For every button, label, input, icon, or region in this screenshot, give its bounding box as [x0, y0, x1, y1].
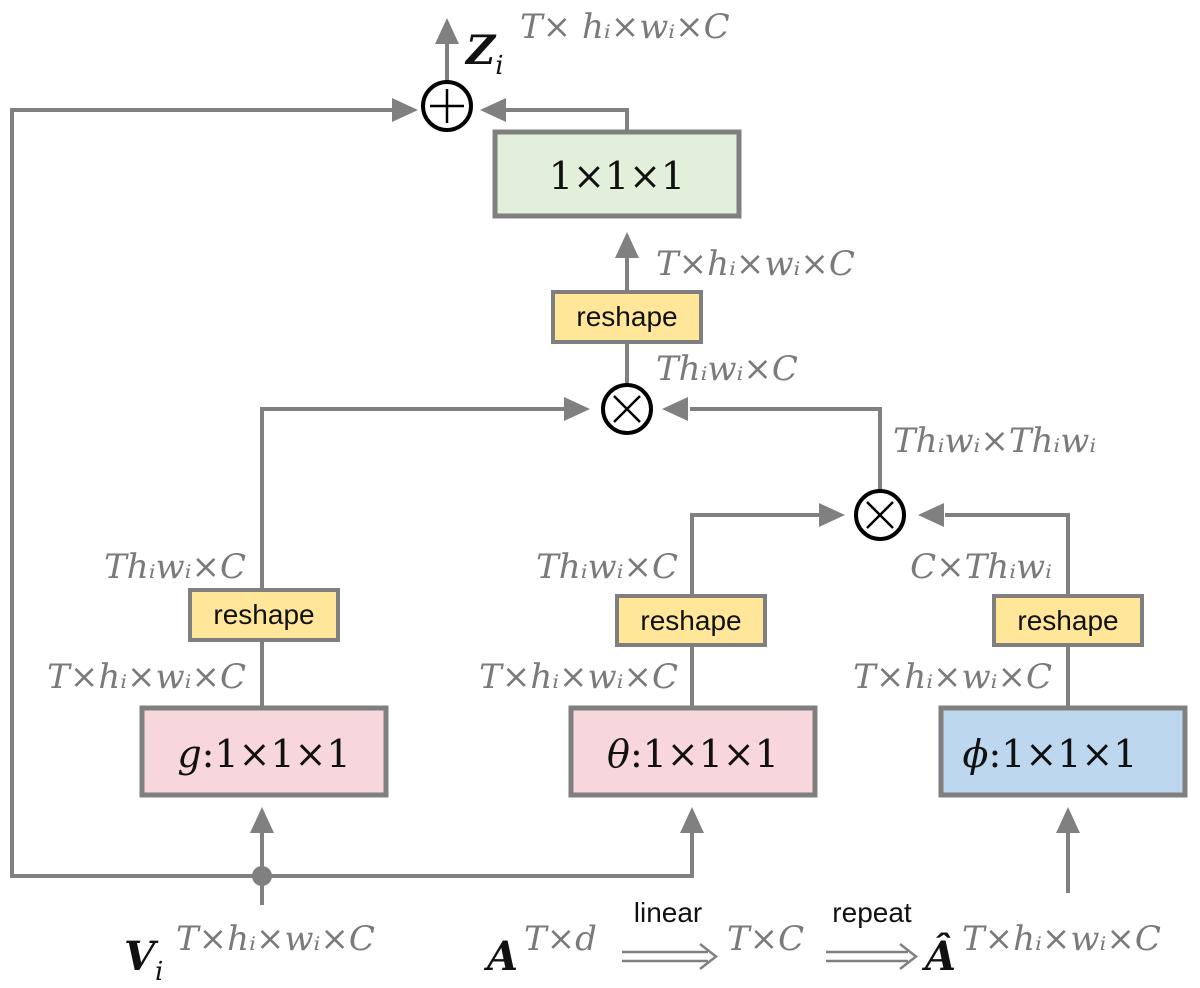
- audio-hat-shape: T×hᵢ×wᵢ×C: [962, 919, 1161, 959]
- dim-g-after-reshape: Thᵢwᵢ×C: [104, 547, 246, 587]
- reshape-label: reshape: [1017, 605, 1118, 636]
- reshape-block-theta: reshape: [615, 594, 767, 647]
- g-matmul-arrowhead: [564, 397, 590, 421]
- linear-implies-arrow-icon: [622, 943, 719, 970]
- phi-kernel: :1×1×1: [988, 732, 1137, 776]
- theta-matmul-arrowhead: [819, 503, 845, 527]
- reshape-block-top: reshape: [551, 290, 703, 344]
- svg-text:g:1×1×1: g:1×1×1: [177, 732, 350, 776]
- add-operator: [421, 80, 473, 132]
- svg-text:ϕ:1×1×1: ϕ:1×1×1: [963, 732, 1138, 776]
- audio-hat-var: Â: [921, 933, 956, 980]
- theta-input-arrowhead: [680, 807, 704, 833]
- output-conv-label: 1×1×1: [549, 154, 685, 198]
- dim-attention-map: Thᵢwᵢ×Thᵢwᵢ: [893, 421, 1096, 461]
- residual-wire: [10, 108, 395, 878]
- reshape-label: reshape: [213, 599, 314, 630]
- dim-phi-after-reshape: C×Thᵢwᵢ: [910, 547, 1052, 587]
- visual-input-shape: T×hᵢ×wᵢ×C: [176, 919, 375, 959]
- reshape-label: reshape: [640, 605, 741, 636]
- theta-conv-block: θ:1×1×1: [568, 705, 818, 798]
- g-to-matmul-wire: [260, 407, 565, 590]
- reshape-block-g: reshape: [188, 588, 340, 642]
- matmul-operator-lower: [854, 489, 906, 541]
- audio-input-shape: T×d: [524, 919, 597, 959]
- reshape-block-phi: reshape: [992, 594, 1144, 647]
- repeat-label: repeat: [832, 897, 912, 928]
- attention-matmul-arrowhead: [662, 397, 688, 421]
- attention-to-matmul-wire: [690, 407, 882, 490]
- audio-input-var: A: [483, 933, 518, 980]
- dim-theta-before-reshape: T×hᵢ×wᵢ×C: [479, 657, 678, 697]
- matmul-operator-upper: [601, 383, 653, 435]
- phi-symbol: ϕ: [963, 732, 989, 776]
- output-var: Zi: [464, 27, 504, 81]
- reshape-label: reshape: [576, 301, 677, 332]
- output-conv-block: 1×1×1: [492, 129, 742, 219]
- g-input-arrowhead: [250, 807, 274, 833]
- dim-theta-after-reshape: Thᵢwᵢ×C: [536, 547, 678, 587]
- conv-input-arrowhead: [615, 232, 639, 258]
- phi-input-arrowhead: [1056, 807, 1080, 833]
- g-conv-block: g:1×1×1: [139, 705, 389, 798]
- repeat-implies-arrow-icon: [826, 943, 919, 970]
- theta-to-matmul-wire: [690, 513, 820, 596]
- dim-phi-before-reshape: T×hᵢ×wᵢ×C: [853, 657, 1052, 697]
- residual-arrowhead: [392, 98, 418, 122]
- output-shape: T× hᵢ×wᵢ×C: [520, 7, 730, 47]
- theta-kernel: :1×1×1: [630, 732, 779, 776]
- dim-above-top-reshape: T×hᵢ×wᵢ×C: [656, 244, 855, 284]
- svg-text:θ:1×1×1: θ:1×1×1: [607, 732, 779, 776]
- theta-symbol: θ: [607, 732, 630, 776]
- dim-below-top-reshape: Thᵢwᵢ×C: [656, 349, 798, 389]
- phi-matmul-arrowhead: [918, 503, 944, 527]
- output-arrowhead: [435, 18, 459, 44]
- intermediate-shape: T×C: [727, 919, 804, 959]
- dim-g-before-reshape: T×hᵢ×wᵢ×C: [47, 657, 246, 697]
- conv-add-arrowhead: [480, 98, 506, 122]
- conv-to-add-wire: [505, 108, 629, 132]
- phi-to-matmul-wire: [945, 513, 1070, 596]
- linear-label: linear: [634, 897, 702, 928]
- g-kernel: :1×1×1: [202, 732, 351, 776]
- visual-input-var: Vi: [124, 933, 163, 987]
- g-symbol: g: [177, 732, 201, 776]
- theta-input-wire: [262, 830, 694, 878]
- phi-conv-block: ϕ:1×1×1: [938, 705, 1188, 798]
